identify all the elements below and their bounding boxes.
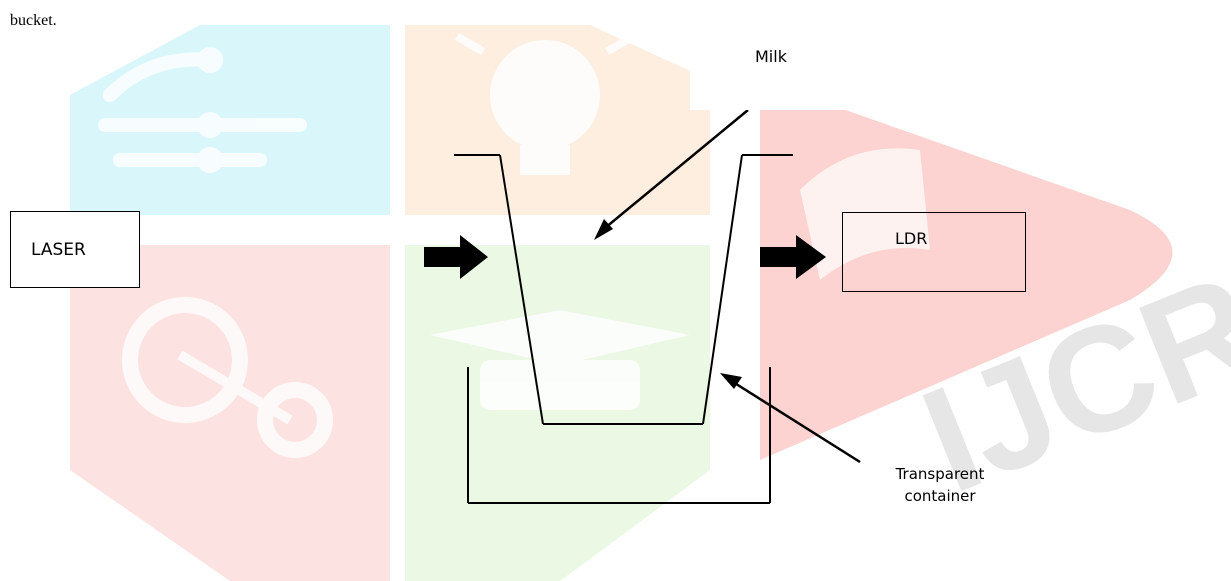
book-icon: [800, 148, 930, 280]
watermark-red-left-panel: [70, 245, 390, 581]
ldr-label: LDR: [895, 229, 928, 248]
body-text-fragment: bucket.: [10, 12, 57, 29]
milk-label-box: Milk: [690, 17, 882, 110]
bucket-outline: [467, 367, 771, 504]
container-label-line2: container: [904, 487, 976, 505]
beam-arrow-out: [760, 235, 826, 279]
container-label: Transparent container: [880, 463, 1000, 507]
milk-pointer-arrow: [594, 109, 749, 240]
gears-icon: [122, 297, 333, 458]
graduation-cap-icon: [430, 310, 690, 410]
watermark-green-panel: [405, 245, 710, 581]
ldr-box: LDR: [842, 212, 1026, 292]
beam-arrow-in: [424, 235, 488, 279]
laser-box: LASER: [10, 211, 140, 288]
transparent-container-outline: [454, 154, 793, 425]
laser-label: LASER: [31, 240, 86, 260]
circuit-icon: [98, 47, 307, 173]
container-pointer-arrow: [720, 373, 861, 464]
watermark-logo: IJCRT: [70, 0, 1231, 581]
lightbulb-icon: [455, 0, 635, 175]
container-label-line1: Transparent: [895, 465, 985, 483]
milk-label: Milk: [755, 47, 787, 66]
